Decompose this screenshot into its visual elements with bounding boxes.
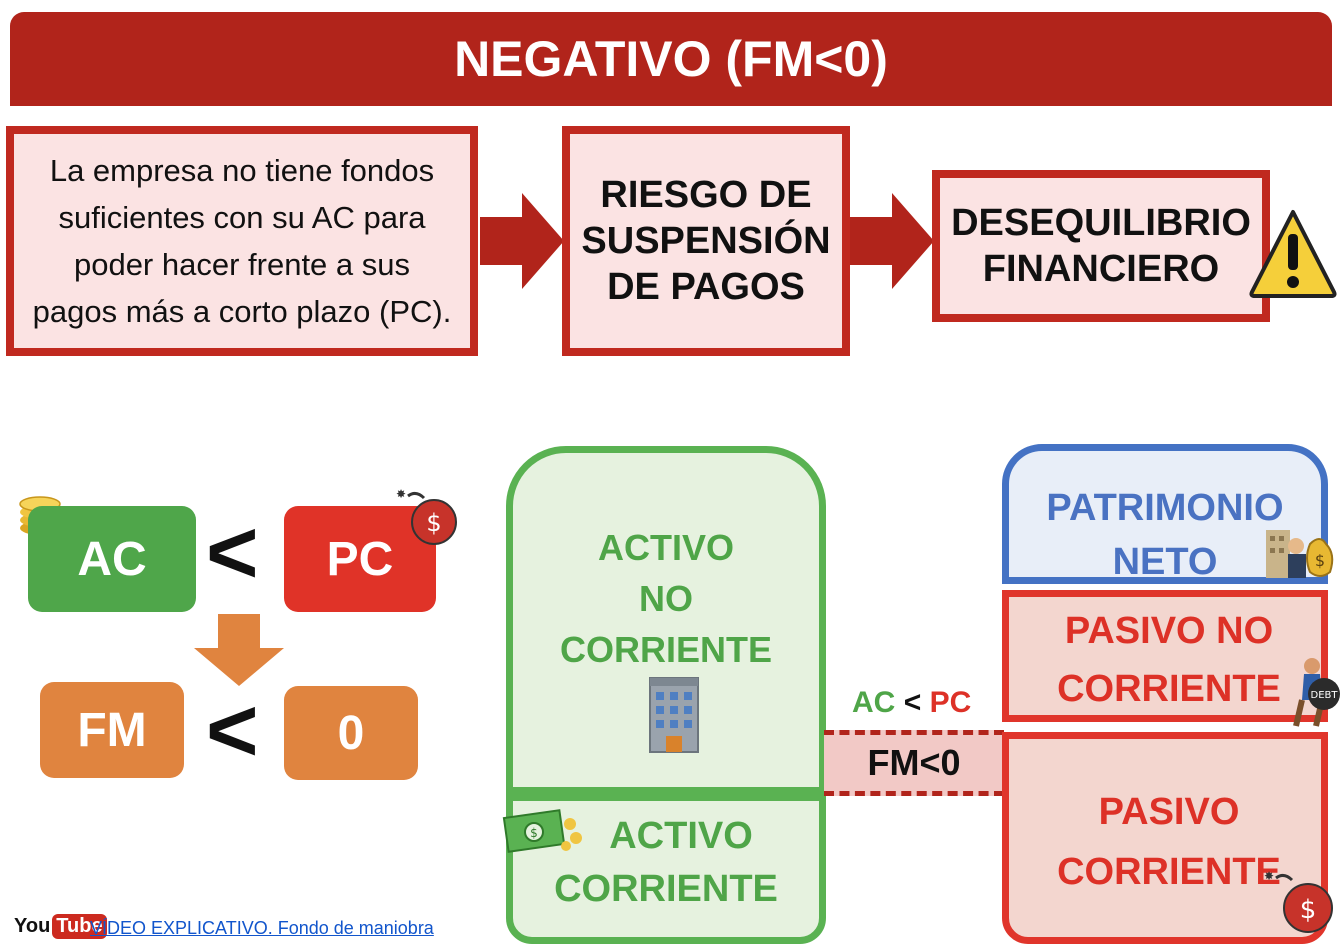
activo-corriente-label: ACTIVO CORRIENTE <box>530 810 802 916</box>
svg-text:$: $ <box>1315 551 1325 570</box>
money-bag-icon: $ <box>1266 530 1334 578</box>
debt-burden-icon: DEBT <box>1293 658 1340 727</box>
ac-pill: AC <box>28 506 196 612</box>
result-line-2: FINANCIERO <box>982 248 1220 290</box>
youtube-logo[interactable]: You Tube <box>14 914 107 939</box>
fm-band: FM<0 <box>824 730 1004 796</box>
risk-line-1: RIESGO DE <box>600 174 812 216</box>
less-than-symbol-1: < <box>206 503 259 603</box>
youtube-logo-tube: Tube <box>52 914 107 939</box>
flow-arrow-2 <box>850 193 934 289</box>
pnc-line-1: PASIVO NO <box>1064 610 1274 652</box>
comparison-pc: PC <box>929 686 972 719</box>
comparison-op: < <box>903 686 922 719</box>
fm-pill: FM <box>40 682 184 778</box>
description-box: La empresa no tiene fondos suficientes c… <box>6 126 478 356</box>
risk-line-3: DE PAGOS <box>607 266 805 308</box>
pc-line-1: PASIVO <box>1098 791 1240 833</box>
ac-line-2: CORRIENTE <box>554 868 778 910</box>
result-line-1: DESEQUILIBRIO <box>951 202 1251 244</box>
comparison-ac: AC <box>852 686 896 719</box>
anc-line-3: CORRIENTE <box>559 629 772 670</box>
pc-line-2: CORRIENTE <box>1057 851 1281 893</box>
svg-text:$: $ <box>426 509 441 537</box>
money-bomb-icon: ✸ $ <box>396 487 457 545</box>
money-bomb-icon-2: ✸ $ <box>1264 869 1333 933</box>
warning-icon <box>1249 210 1337 298</box>
building-icon <box>649 677 699 753</box>
youtube-logo-you: You <box>14 915 51 937</box>
zero-pill: 0 <box>284 686 418 780</box>
less-than-symbol-2: < <box>206 681 259 781</box>
pnc-line-2: CORRIENTE <box>1057 668 1281 710</box>
pn-line-1: PATRIMONIO <box>1046 487 1284 529</box>
activo-corriente-panel <box>506 794 826 944</box>
page-title: NEGATIVO (FM<0) <box>10 12 1332 106</box>
result-box: DESEQUILIBRIO FINANCIERO <box>932 170 1270 322</box>
anc-line-2: NO <box>639 578 693 619</box>
pasivo-corriente-box <box>1002 732 1328 944</box>
pasivo-corriente-label: PASIVO CORRIENTE <box>1024 782 1314 902</box>
down-arrow-icon <box>194 614 284 686</box>
ac-line-1: ACTIVO <box>609 815 753 857</box>
activo-no-corriente-label: ACTIVO NO CORRIENTE <box>546 522 786 675</box>
svg-text:$: $ <box>530 826 538 840</box>
ac-pc-comparison: AC < PC <box>852 686 971 720</box>
pc-pill: PC <box>284 506 436 612</box>
risk-box: RIESGO DE SUSPENSIÓN DE PAGOS <box>562 126 850 356</box>
pasivo-no-corriente-label: PASIVO NO CORRIENTE <box>1024 602 1314 718</box>
svg-text:✸: ✸ <box>1264 869 1274 883</box>
anc-line-1: ACTIVO <box>597 527 734 568</box>
svg-text:✸: ✸ <box>396 487 406 501</box>
pasivo-no-corriente-box <box>1002 590 1328 722</box>
video-link[interactable]: VÍDEO EXPLICATIVO. Fondo de maniobra <box>90 918 434 938</box>
flow-arrow-1 <box>480 193 564 289</box>
svg-text:DEBT: DEBT <box>1311 690 1339 701</box>
patrimonio-neto-box: PATRIMONIO NETO <box>1002 444 1328 584</box>
risk-line-2: SUSPENSIÓN <box>581 220 831 262</box>
pn-line-2: NETO <box>1112 541 1218 583</box>
cash-icon: $ <box>502 809 582 853</box>
svg-text:$: $ <box>1300 895 1317 925</box>
